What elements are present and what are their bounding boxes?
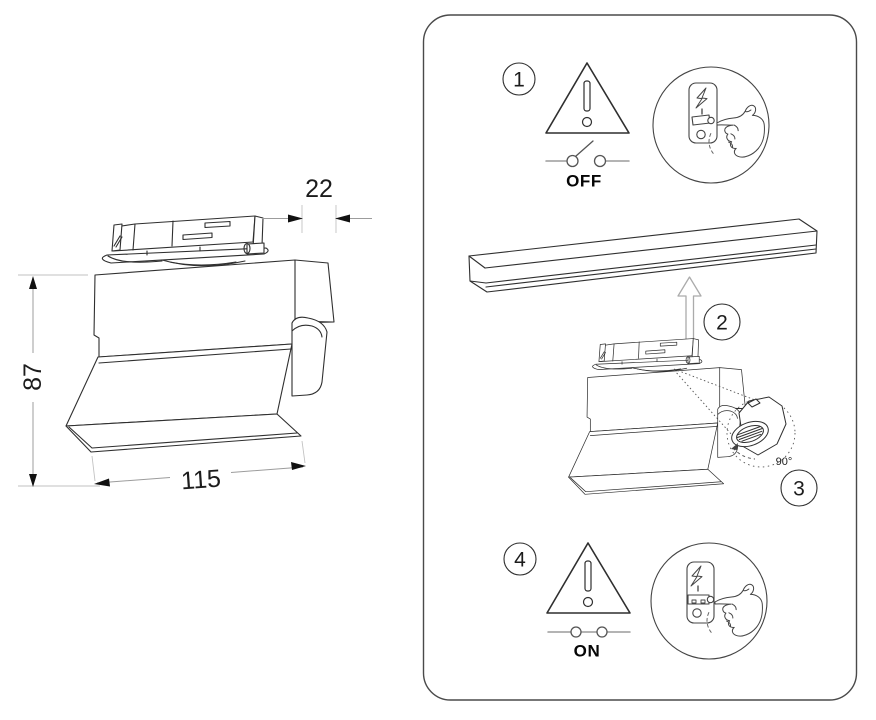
track-rail-drawing — [468, 218, 818, 293]
step-1: 1 OFF — [502, 62, 770, 191]
fixture-drawing-small — [568, 338, 746, 495]
step-3-number: 3 — [793, 478, 805, 501]
dim-length-label: 115 — [180, 465, 222, 496]
dim-height-label: 87 — [19, 363, 47, 391]
breaker-on-press-icon — [650, 542, 768, 660]
mount-direction-arrow-icon — [677, 276, 702, 342]
step-1-number: 1 — [513, 69, 525, 92]
power-off-switch-icon — [545, 140, 630, 168]
dim-length: 115 — [91, 440, 306, 496]
dim-width-top-label: 22 — [305, 175, 333, 203]
fixture-line-art — [65, 215, 335, 453]
step-2-number: 2 — [716, 312, 728, 335]
power-on-switch-icon — [547, 626, 631, 638]
instruction-panel-border — [422, 14, 858, 701]
breaker-off-press-icon — [652, 66, 770, 184]
rotation-detail: 90° — [726, 396, 796, 468]
step-4-number: 4 — [514, 549, 526, 572]
step-2-badge: 2 — [703, 303, 741, 341]
step-3-badge: 3 — [780, 469, 818, 507]
dim-top-width: 22 — [262, 175, 372, 233]
dimension-drawing: 22 87 115 — [18, 175, 372, 495]
power-off-label: OFF — [566, 172, 602, 191]
step-3: 90° 3 — [673, 368, 818, 507]
step-2: 2 — [468, 218, 818, 342]
dim-height: 87 — [18, 274, 100, 487]
step-4-badge: 4 — [503, 542, 537, 576]
step-4: 4 ON — [503, 542, 768, 661]
power-on-label: ON — [574, 642, 601, 661]
warning-triangle-icon — [546, 542, 631, 614]
step-1-badge: 1 — [502, 62, 536, 96]
rotation-angle-label: 90° — [776, 456, 793, 468]
detail-leader-lines — [673, 368, 756, 445]
warning-triangle-icon — [545, 62, 630, 134]
